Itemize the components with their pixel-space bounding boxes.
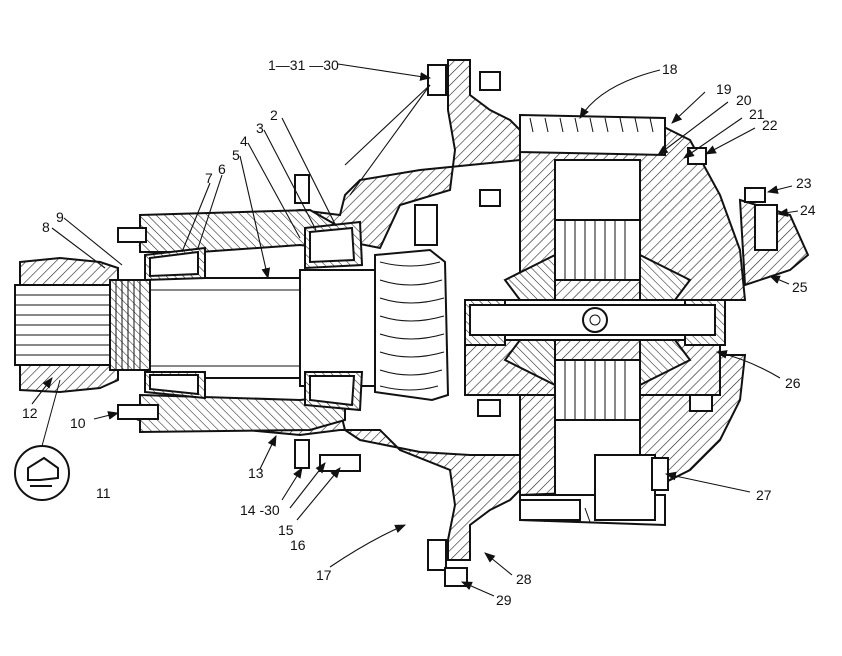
label-23: 23 (796, 175, 812, 191)
callout-leaders (31, 63, 799, 597)
label-7: 7 (205, 170, 213, 186)
label-15: 15 (278, 522, 294, 538)
seal-detail-inset (14, 379, 70, 501)
label-25: 25 (792, 279, 808, 295)
label-13: 13 (248, 465, 264, 481)
label-11: 11 (96, 485, 111, 501)
label-1-31-30: 1—31 —30 (268, 57, 339, 73)
label-21: 21 (749, 106, 765, 122)
label-6: 6 (218, 161, 226, 177)
label-29: 29 (496, 592, 512, 608)
pinion-bearings (144, 220, 364, 412)
label-26: 26 (785, 375, 801, 391)
label-20: 20 (736, 92, 752, 108)
pinion-bevel-gear (374, 248, 450, 402)
label-2: 2 (270, 107, 278, 123)
label-14-30: 14 -30 (240, 502, 280, 518)
label-3: 3 (256, 120, 264, 136)
differential-case (464, 159, 726, 521)
label-24: 24 (800, 202, 816, 218)
callout-labels: 1—31 —30 2 3 4 5 6 7 8 9 10 11 12 13 14 … (22, 57, 816, 608)
label-17: 17 (316, 567, 332, 583)
label-4: 4 (240, 133, 248, 149)
housing-bolts (117, 64, 778, 587)
label-27: 27 (756, 487, 772, 503)
label-19: 19 (716, 81, 732, 97)
label-12: 12 (22, 405, 38, 421)
pinion-shaft (14, 269, 376, 387)
label-28: 28 (516, 571, 532, 587)
label-5: 5 (232, 147, 240, 163)
label-9: 9 (56, 209, 64, 225)
label-16: 16 (290, 537, 306, 553)
label-10: 10 (70, 415, 86, 431)
label-8: 8 (42, 219, 50, 235)
label-18: 18 (662, 61, 678, 77)
label-22: 22 (762, 117, 778, 133)
